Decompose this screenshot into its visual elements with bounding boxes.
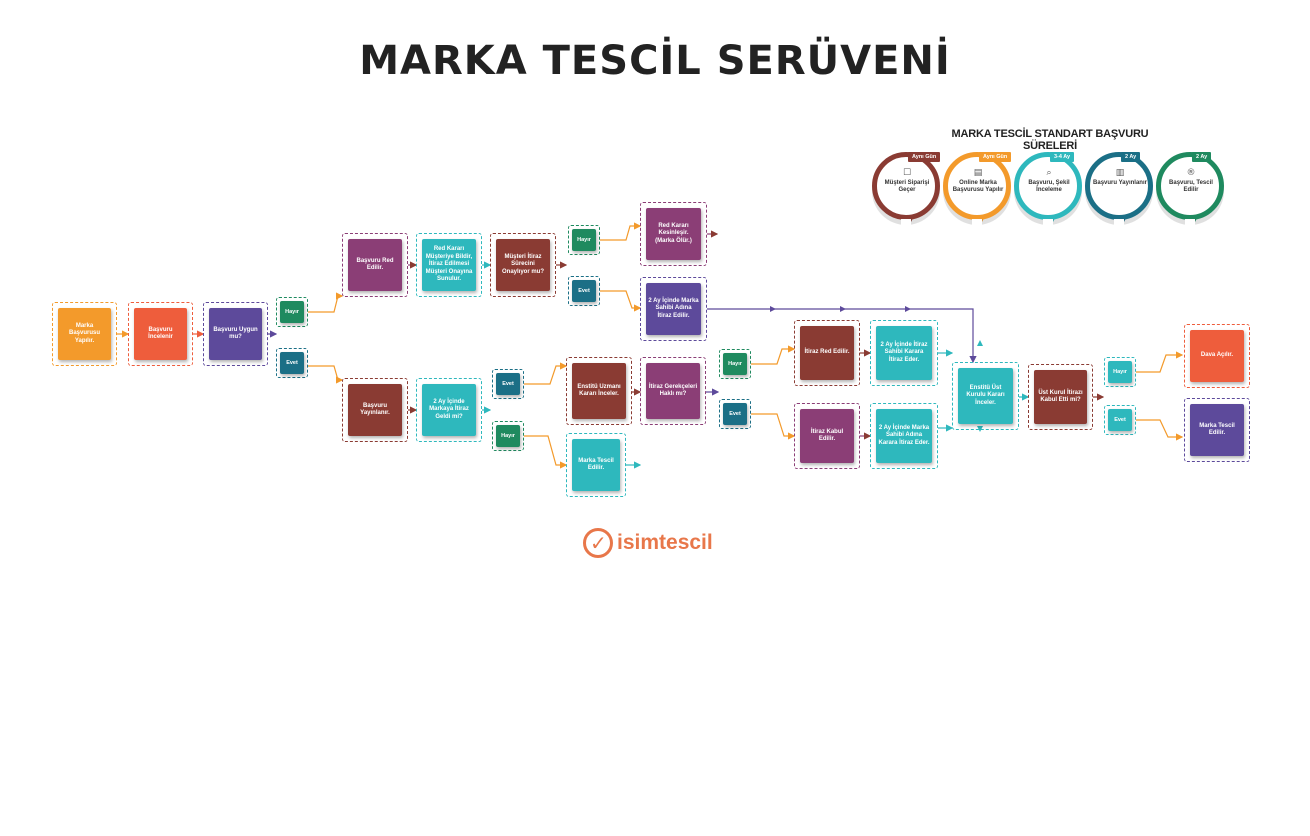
node-evet-4: Evet [719, 399, 751, 429]
step-ring [872, 152, 940, 233]
step-duration-badge: Aynı Gün [979, 152, 1012, 162]
brand-logo: ✓ isimtescil [583, 528, 713, 558]
node-itiraz-kabul: İtiraz Kabul Edilir. [794, 403, 860, 469]
node-evet-2: Evet [568, 276, 600, 306]
step-label: Müşteri Siparişi Geçer [884, 180, 930, 194]
magnifier-icon: ⌕ [1046, 168, 1052, 178]
node-marka-basvurusu: Marka Başvurusu Yapılır. [52, 302, 117, 366]
clipboard-icon: ☐ [902, 168, 912, 178]
book-icon: ▥ [1115, 168, 1125, 178]
step-ring [943, 152, 1011, 233]
node-red-karari-bildirilir: Red Kararı Müşteriye Bildir, İtiraz Edil… [416, 233, 482, 297]
node-iki-ay-marka-sahibi: 2 Ay İçinde Marka Sahibi Adına İtiraz Ed… [640, 277, 707, 341]
step-ring [1014, 152, 1082, 233]
brand-name: isimtescil [617, 531, 713, 554]
duration-step: ▤ Online Marka Başvurusu Yapılır Aynı Gün [943, 152, 1013, 233]
duration-step: ⌕ Başvuru, Şekil İnceleme 3-4 Ay [1014, 152, 1084, 233]
node-red-edilir: Başvuru Red Edilir. [342, 233, 408, 297]
node-dava-acilir: Dava Açılır. [1184, 324, 1250, 388]
step-label: Online Marka Başvurusu Yapılır [952, 180, 1004, 194]
node-evet-1: Evet [276, 348, 308, 378]
node-evet-3: Evet [492, 369, 524, 399]
node-evet-5: Evet [1104, 405, 1136, 435]
node-enstitu-uzmani: Enstitü Uzmanı Kararı İnceler. [566, 357, 632, 425]
node-iki-ay-itiraz-sahibi: 2 Ay İçinde İtiraz Sahibi Karara İtiraz … [870, 320, 938, 386]
page-title: MARKA TESCİL SERÜVENİ [359, 38, 951, 84]
step-duration-badge: 2 Ay [1192, 152, 1212, 162]
step-label: Başvuru Yayınlanır [1093, 180, 1147, 186]
node-tescil-edilir-2: Marka Tescil Edilir. [1184, 398, 1250, 462]
duration-step: ▥ Başvuru Yayınlanır 2 Ay [1085, 152, 1155, 233]
duration-step: ☐ Müşteri Siparişi Geçer Aynı Gün [872, 152, 942, 233]
node-iki-ay-itiraz-geldi: 2 Ay İçinde Markaya İtiraz Geldi mi? [416, 378, 482, 442]
registered-icon: ® [1186, 168, 1196, 178]
step-ring [1085, 152, 1153, 233]
standard-durations-title: MARKA TESCİL STANDART BAŞVURU SÜRELERİ [951, 128, 1149, 152]
step-label: Başvuru, Tescil Edilir [1169, 180, 1213, 194]
node-tescil-edilir-1: Marka Tescil Edilir. [566, 433, 626, 497]
node-basvuru-incelenir: Başvuru İncelenir [128, 302, 193, 366]
step-label: Başvuru, Şekil İnceleme [1028, 180, 1070, 194]
step-duration-badge: 3-4 Ay [1050, 152, 1075, 162]
step-duration-badge: 2 Ay [1121, 152, 1141, 162]
duration-step: ® Başvuru, Tescil Edilir 2 Ay [1156, 152, 1226, 233]
node-iki-ay-sahibi-karara: 2 Ay İçinde Marka Sahibi Adına Karara İt… [870, 403, 938, 469]
step-ring [1156, 152, 1224, 233]
node-hayir-5: Hayır [1104, 357, 1136, 387]
document-icon: ▤ [973, 168, 983, 178]
node-uygun-mu: Başvuru Uygun mu? [203, 302, 268, 366]
node-itiraz-red: İtiraz Red Edilir. [794, 320, 860, 386]
step-duration-badge: Aynı Gün [908, 152, 941, 162]
node-hayir-2: Hayır [568, 225, 600, 255]
node-itiraz-gerekceleri: İtiraz Gerekçeleri Haklı mı? [640, 357, 706, 425]
node-hayir-3: Hayır [492, 421, 524, 451]
node-yayinlanir: Başvuru Yayınlanır. [342, 378, 408, 442]
check-circle-icon: ✓ [583, 528, 613, 558]
node-hayir-1: Hayır [276, 297, 308, 327]
node-ust-kurul-kabul: Üst Kurul İtirazı Kabul Etti mi? [1028, 364, 1093, 430]
node-red-kesinlesir: Red Kararı Kesinleşir. (Marka Ölür.) [640, 202, 707, 266]
node-ust-kurul-inceler: Enstitü Üst Kurulu Kararı İnceler. [952, 362, 1019, 430]
node-musteri-itiraz: Müşteri İtiraz Sürecini Onaylıyor mu? [490, 233, 556, 297]
node-hayir-4: Hayır [719, 349, 751, 379]
